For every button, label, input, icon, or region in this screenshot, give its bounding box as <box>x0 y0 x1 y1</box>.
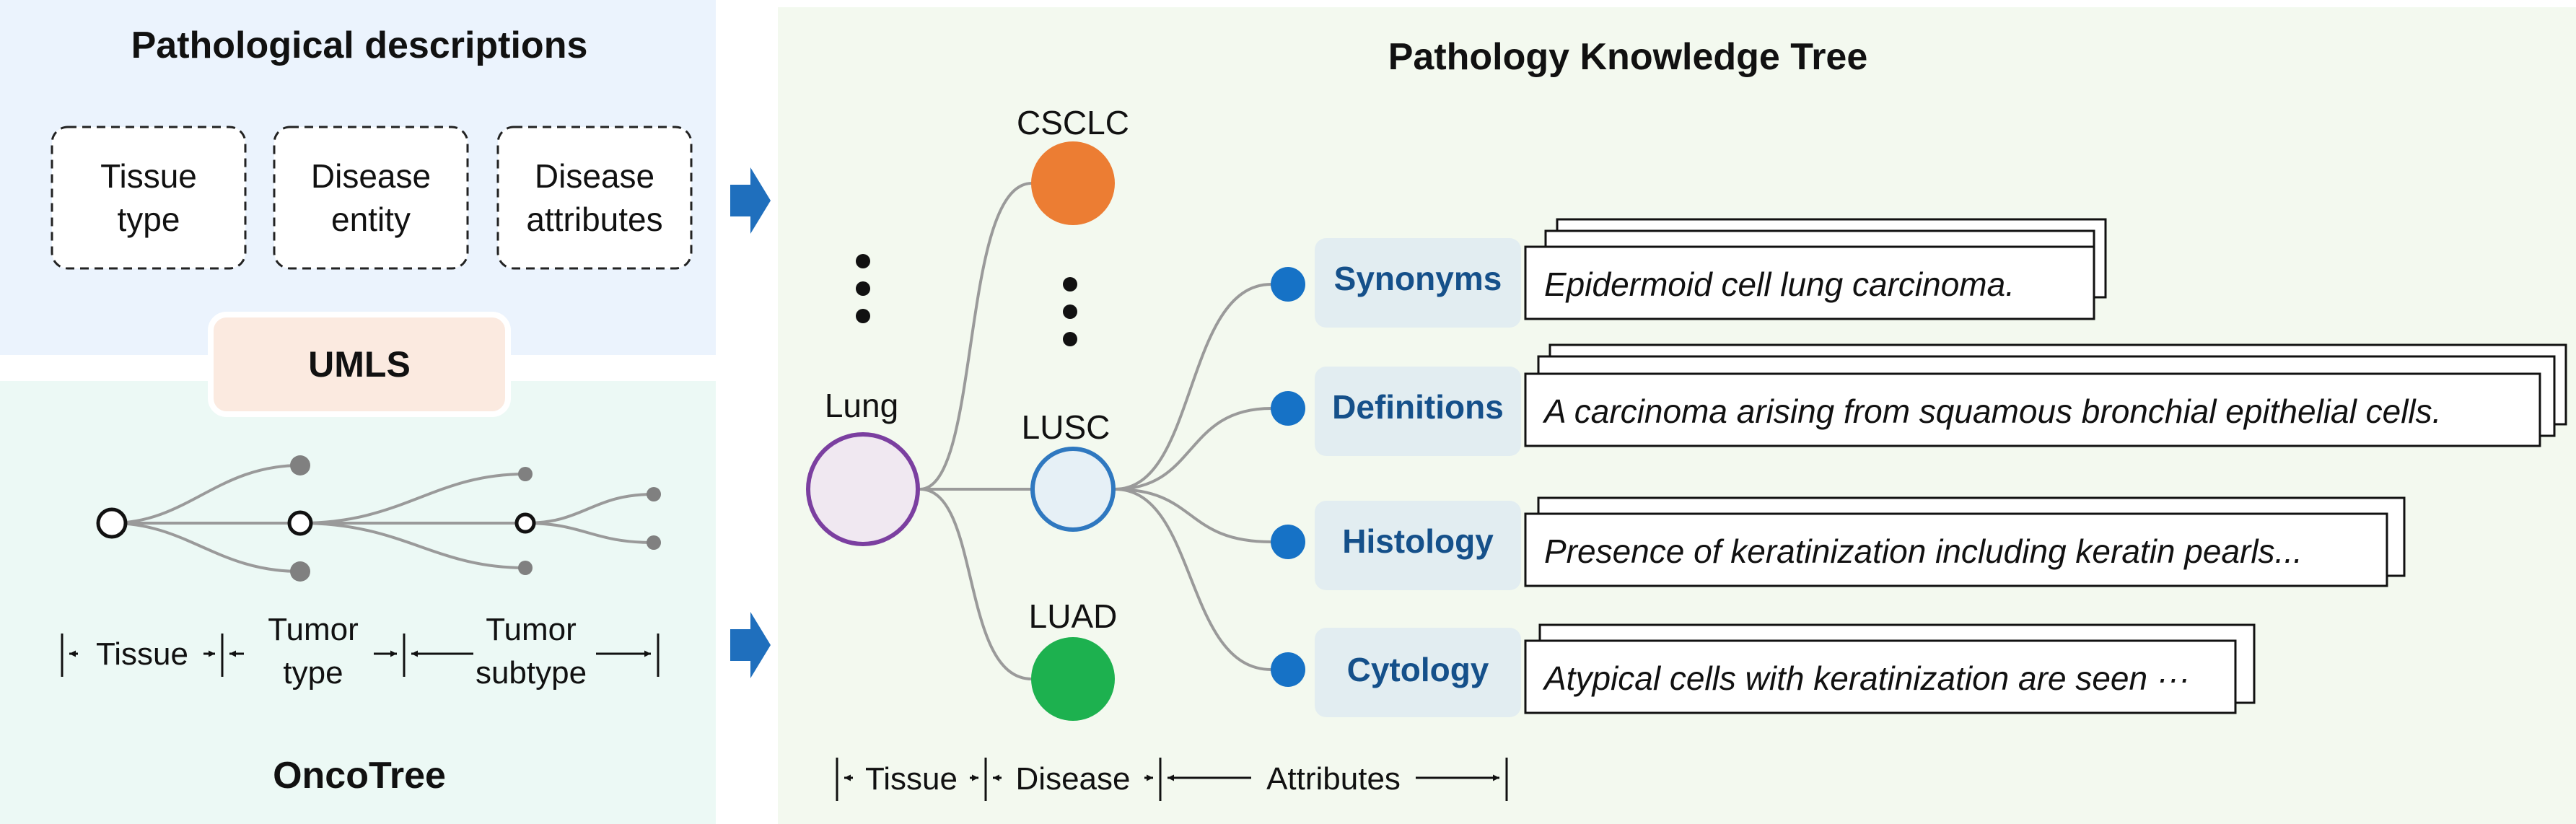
flow-arrow-lower <box>730 612 771 678</box>
knowledge-tree-edges <box>919 182 1272 680</box>
description-box-disease-entity: Disease entity <box>273 126 469 270</box>
attribute-label: Definitions <box>1332 388 1504 426</box>
oncotree-scale-type: type <box>283 655 343 691</box>
attribute-synonyms: Synonyms Epidermoid cell lung carcinoma. <box>1271 218 2107 328</box>
umls-label: UMLS <box>308 344 411 385</box>
description-box-line: Tissue <box>100 157 197 195</box>
oncotree-type-node <box>287 510 313 536</box>
oncotree-leaf-node <box>647 487 661 501</box>
disease-node-label: CSCLC <box>1017 104 1129 141</box>
attribute-label-box <box>1315 238 1521 328</box>
sentence-card <box>1524 372 2541 447</box>
sentence-card <box>1524 512 2388 587</box>
oncotree-nodes <box>96 455 661 582</box>
attribute-sentence: Presence of keratinization including ker… <box>1544 532 2303 570</box>
description-box-line: attributes <box>526 201 662 238</box>
oncotree-leaf-node <box>647 535 661 550</box>
oncotree-panel <box>0 381 716 824</box>
oncotree-scale <box>61 634 660 677</box>
disease-node-luad <box>1031 637 1115 721</box>
umls-badge: UMLS <box>208 312 511 417</box>
tissue-ellipsis <box>856 254 870 323</box>
attribute-label-box <box>1315 501 1521 590</box>
description-box-line: type <box>118 201 180 238</box>
attribute-label: Histology <box>1342 522 1494 560</box>
oncotree-edges <box>111 464 654 573</box>
oncotree-root-node <box>96 507 128 539</box>
knowledge-scale-attributes: Attributes <box>1266 761 1401 797</box>
attribute-label: Synonyms <box>1334 260 1502 297</box>
knowledge-scale-disease: Disease <box>1016 761 1131 797</box>
knowledge-tree-title: Pathology Knowledge Tree <box>1388 36 1868 78</box>
attribute-dot <box>1271 267 1305 302</box>
oncotree-subtype-node <box>518 467 533 481</box>
description-box-line: entity <box>331 201 411 238</box>
description-box-disease-attributes: Disease attributes <box>496 126 693 270</box>
knowledge-tree-scale <box>836 758 1508 801</box>
oncotree-type-node <box>290 455 310 475</box>
disease-ellipsis <box>1063 277 1077 346</box>
attribute-sentence: Epidermoid cell lung carcinoma. <box>1544 266 2015 303</box>
oncotree-type-node <box>290 561 310 582</box>
disease-node-label: LUAD <box>1029 597 1118 635</box>
attribute-dot <box>1271 525 1305 559</box>
attribute-definitions: Definitions A carcinoma arising from squ… <box>1271 343 2567 456</box>
oncotree-scale-tissue: Tissue <box>96 636 188 672</box>
attribute-sentence: Atypical cells with keratinization are s… <box>1542 659 2190 697</box>
attribute-cytology: Cytology Atypical cells with keratinizat… <box>1271 623 2256 717</box>
sentence-card <box>1524 639 2237 714</box>
oncotree-scale-subtype: subtype <box>476 655 587 691</box>
oncotree-title: OncoTree <box>273 755 446 797</box>
oncotree-scale-type: Tumor <box>268 612 359 647</box>
attribute-label-box <box>1315 628 1521 717</box>
tissue-node-label: Lung <box>825 387 898 424</box>
attribute-label-box <box>1315 367 1521 456</box>
disease-node-label: LUSC <box>1022 408 1110 446</box>
flow-arrow-upper <box>730 167 771 234</box>
pathological-descriptions-title: Pathological descriptions <box>131 25 588 66</box>
attribute-dot <box>1271 652 1305 687</box>
description-box-tissue-type: Tissue type <box>51 126 247 270</box>
attribute-sentence: A carcinoma arising from squamous bronch… <box>1542 393 2441 430</box>
description-box-line: Disease <box>311 157 431 195</box>
oncotree-subtype-node <box>514 512 536 534</box>
attribute-label: Cytology <box>1347 651 1489 688</box>
knowledge-scale-tissue: Tissue <box>865 761 958 797</box>
oncotree-scale-subtype: Tumor <box>486 612 577 647</box>
sentence-card <box>1524 245 2095 320</box>
oncotree-subtype-node <box>518 561 533 575</box>
description-box-line: Disease <box>535 157 654 195</box>
disease-node-csclc <box>1031 141 1115 225</box>
attribute-histology: Histology Presence of keratinization inc… <box>1271 496 2406 590</box>
disease-node-lusc <box>1030 447 1116 532</box>
attribute-dot <box>1271 391 1305 426</box>
tissue-node-lung <box>806 432 920 546</box>
